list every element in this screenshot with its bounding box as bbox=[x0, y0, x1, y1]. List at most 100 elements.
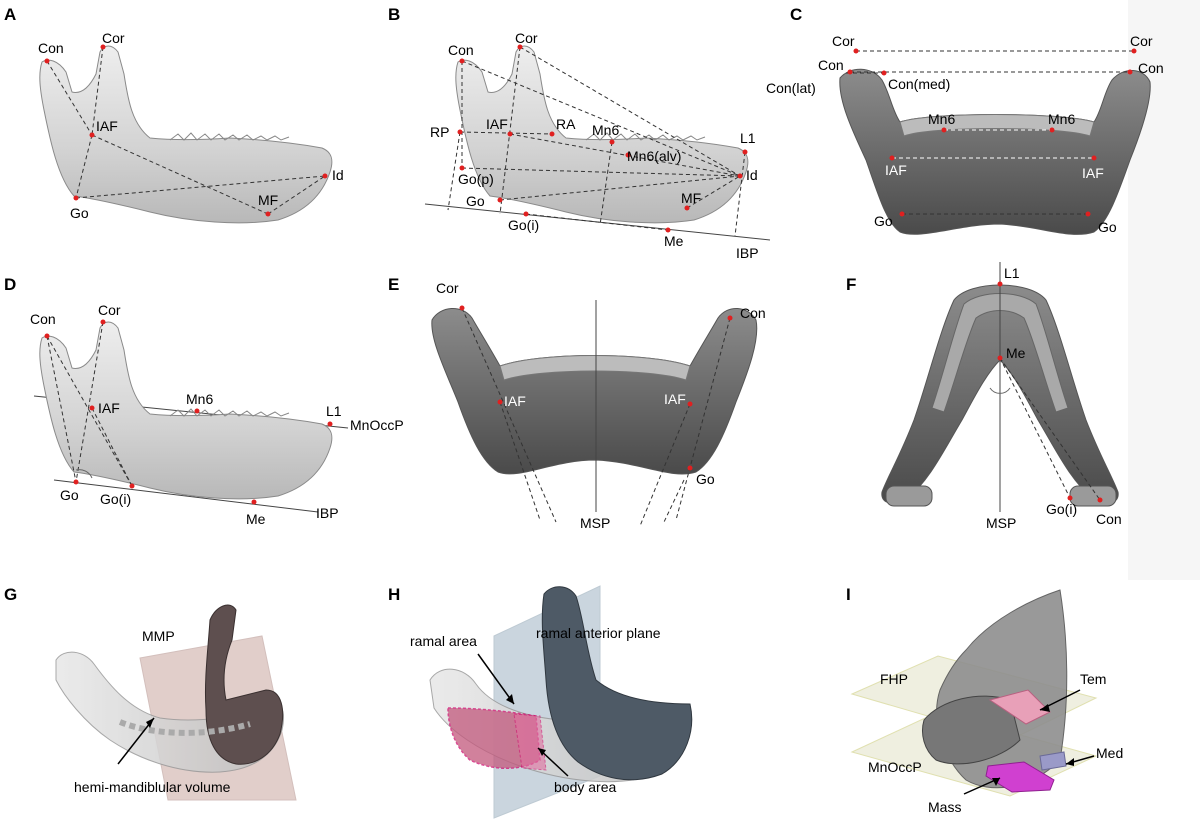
arrowhead-med bbox=[1066, 758, 1074, 766]
landmark-dot bbox=[497, 399, 503, 405]
landmark-dot bbox=[194, 408, 200, 414]
line-e5 bbox=[663, 479, 685, 523]
lm-con-right: Con bbox=[1138, 60, 1164, 76]
lm-me: Me bbox=[1006, 345, 1026, 361]
lm-l1: L1 bbox=[740, 130, 756, 146]
lm-iaf-left: IAF bbox=[885, 162, 907, 178]
landmark-dot bbox=[100, 44, 106, 50]
line-b6 bbox=[447, 131, 461, 211]
lm-go-left: Go bbox=[874, 213, 893, 229]
mandible-lateral-d bbox=[39, 321, 333, 500]
landmark-dot bbox=[497, 197, 503, 203]
lm-mnoccp: MnOccP bbox=[350, 417, 404, 433]
lm-mn6-right: Mn6 bbox=[1048, 111, 1075, 127]
panel-h: H ramal area ramal anterior plane body a… bbox=[388, 585, 693, 819]
panel-f: F L1 Me MSP Go(i) Con bbox=[846, 260, 1200, 580]
landmark-dot bbox=[853, 48, 859, 54]
line-a2 bbox=[91, 46, 104, 136]
lm-id: Id bbox=[332, 167, 344, 183]
label-med: Med bbox=[1096, 745, 1123, 761]
arrow-g bbox=[117, 717, 155, 765]
teeth-row-f bbox=[931, 293, 1069, 413]
lm-rp: RP bbox=[430, 124, 449, 140]
lm-ibp: IBP bbox=[316, 505, 339, 521]
line-b12 bbox=[686, 175, 741, 209]
lm-con-left: Con bbox=[818, 57, 844, 73]
lm-gop: Go(p) bbox=[458, 171, 494, 187]
panel-a: A Con Cor IAF Go MF Id bbox=[4, 5, 344, 224]
landmark-dot bbox=[1097, 497, 1103, 503]
arrowhead-body bbox=[538, 748, 546, 756]
panel-d: D Con Cor IAF Mn6 L1 MnOccP Go Go(i) Me … bbox=[4, 275, 404, 527]
landmark-dot bbox=[665, 227, 671, 233]
landmark-dot bbox=[1091, 155, 1097, 161]
arrow-ramal bbox=[477, 653, 515, 705]
label-body-area: body area bbox=[554, 779, 616, 795]
mandible-posterior-c bbox=[839, 68, 1151, 235]
lm-mn6alv: Mn6(alv) bbox=[627, 148, 681, 164]
label-ramal-area: ramal area bbox=[410, 633, 477, 649]
lm-con: Con bbox=[30, 311, 56, 327]
landmark-dot bbox=[881, 70, 887, 76]
line-f1 bbox=[999, 357, 1071, 499]
line-e1 bbox=[461, 307, 557, 523]
lm-goi: Go(i) bbox=[100, 491, 131, 507]
landmark-dot bbox=[625, 152, 631, 158]
hemi-mandible-dark-h bbox=[541, 586, 693, 781]
landmark-dot bbox=[251, 499, 257, 505]
lm-iaf: IAF bbox=[96, 118, 118, 134]
lm-ibp: IBP bbox=[736, 245, 759, 261]
lm-cor: Cor bbox=[515, 30, 538, 46]
line-a1 bbox=[46, 60, 93, 136]
line-e3 bbox=[639, 403, 691, 527]
condyle-left-f bbox=[885, 485, 933, 507]
label-hemi-volume: hemi-mandiblular volume bbox=[74, 779, 231, 795]
line-b13 bbox=[525, 213, 669, 231]
lm-con: Con bbox=[448, 42, 474, 58]
lm-go: Go bbox=[466, 193, 485, 209]
mandible-lateral-a bbox=[39, 45, 333, 224]
landmark-dot bbox=[549, 131, 555, 137]
landmark-dot bbox=[997, 281, 1003, 287]
panel-label-d: D bbox=[4, 275, 16, 294]
line-b11 bbox=[499, 175, 741, 201]
lm-con: Con bbox=[38, 40, 64, 56]
landmark-dot bbox=[727, 315, 733, 321]
line-b3 bbox=[499, 46, 521, 215]
landmark-dot bbox=[459, 165, 465, 171]
label-tem: Tem bbox=[1080, 671, 1106, 687]
panel-label-g: G bbox=[4, 585, 17, 604]
lm-mn6-left: Mn6 bbox=[928, 111, 955, 127]
landmark-dot bbox=[44, 333, 50, 339]
landmark-dot bbox=[89, 405, 95, 411]
line-a4 bbox=[75, 134, 93, 199]
mandible-posterior-e bbox=[431, 308, 758, 475]
lm-ra: RA bbox=[556, 116, 576, 132]
arrowhead-g bbox=[146, 718, 154, 728]
ibp-line-d bbox=[53, 479, 319, 513]
landmark-dot bbox=[687, 465, 693, 471]
lm-cor-right: Cor bbox=[1130, 33, 1153, 49]
lm-l1: L1 bbox=[1004, 265, 1020, 281]
lm-mn6: Mn6 bbox=[592, 122, 619, 138]
panel-label-c: C bbox=[790, 5, 802, 24]
line-b5 bbox=[459, 131, 553, 135]
lm-cor: Cor bbox=[436, 280, 459, 296]
landmark-dot bbox=[129, 483, 135, 489]
panel-e: E Cor Con IAF IAF Go MSP bbox=[388, 275, 766, 531]
lm-goi: Go(i) bbox=[1046, 501, 1077, 517]
lm-id: Id bbox=[746, 167, 758, 183]
lm-con-lat: Con(lat) bbox=[766, 80, 816, 96]
landmark-dot bbox=[742, 149, 748, 155]
line-b10 bbox=[734, 151, 746, 237]
landmark-dot bbox=[523, 211, 529, 217]
landmark-dot bbox=[322, 173, 328, 179]
landmark-dot bbox=[89, 132, 95, 138]
panel-b: B Con Cor RP IAF RA Mn6 bbox=[388, 5, 771, 261]
lm-go: Go bbox=[696, 471, 715, 487]
lm-iaf: IAF bbox=[98, 400, 120, 416]
lm-cor: Cor bbox=[98, 302, 121, 318]
line-f2 bbox=[999, 357, 1101, 501]
landmark-dot bbox=[459, 58, 465, 64]
landmark-dot bbox=[459, 305, 465, 311]
